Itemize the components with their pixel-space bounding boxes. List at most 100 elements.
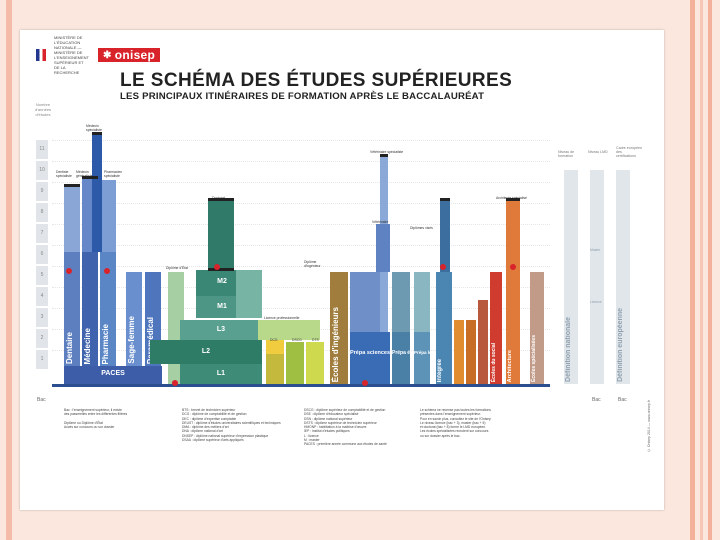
medecine-label: Médecine [83,327,92,364]
licence-pro-tag: Licence professionnelle [264,316,300,320]
page-subtitle: LES PRINCIPAUX ITINÉRAIRES DE FORMATION … [120,91,485,102]
niveau-column-2 [590,170,604,384]
ministry-text: MINISTÈRE DE L'ÉDUCATION NATIONALE — MIN… [54,35,89,75]
concours-marker-2 [104,268,110,274]
diploma-bar-5 [208,268,234,271]
vet-upper [376,224,390,272]
year-cell: 2 [36,329,48,348]
year-cell: 11 [36,140,48,159]
prepa-sciences-block: Prépa sciences [350,332,390,384]
licence-pro-block [258,320,320,340]
commerce-column [392,272,410,332]
year-gridline [52,287,550,288]
bts-col-1-top [266,340,284,354]
dentaire-label: Dentaire [65,331,74,364]
iep-upper: Intégrée [436,272,452,384]
architecture-column: Architecture [506,200,520,384]
dts-tag: DTS [312,338,319,342]
year-gridline [52,245,550,246]
art-red-column [478,300,488,384]
year-cell: 8 [36,203,48,222]
diploma-bar-3 [92,132,102,135]
niveau-lmd-head: Niveau LMD [588,150,608,154]
doctorat-block [208,200,234,270]
years-axis-heading: Nombre d'années d'études [34,102,52,117]
year-cell: 1 [36,350,48,369]
integree-label: Intégrée [437,358,443,382]
legend-line: présentes dans l'enseignement supérieur. [420,412,481,417]
dentaire-spec-tag: Dentiste spécialiste [56,170,72,178]
dsc-tag: DSCG [292,338,302,342]
orange-column-1 [454,320,464,384]
m2-label: M2 [217,278,227,285]
slide-frame [20,30,664,510]
social-column: Écoles du social [490,272,502,384]
commerce-dipl-tag: Diplômes visés [410,226,433,230]
bts-col-2 [286,342,304,384]
m1-block: M1 [196,296,248,318]
cadre-europeen-head: Cadre européen des certifications [616,146,642,159]
l1-block: L1 [180,364,262,384]
diploma-bar-2 [82,176,98,179]
concours-marker-5 [510,264,516,270]
right-stripe-1 [690,0,695,540]
prepa-lettres-block: Prépa lettres [414,332,430,384]
ingenieurs-column-2 [350,272,380,332]
dentaire-top [64,186,80,252]
dentaire-column: Dentaire [64,252,80,366]
legend-line: Le niveau licence (bac + 3), master (bac… [420,420,486,425]
medecine-column: Médecine [82,252,98,366]
year-gridline [52,161,550,162]
legend-line: DCG : diplôme de comptabilité et de gest… [182,412,247,417]
concours-marker-3 [214,264,220,270]
defin-nationale-label: Définition nationale [565,317,572,382]
legend-col-3: DSCG : diplôme supérieur de comptabilité… [304,408,416,447]
legend-line: IEP : institut d'études politiques [304,429,350,434]
legend-line: BTS : brevet de technicien supérieur [182,408,236,412]
ecoles-ingenieurs-label: Écoles d'ingénieurs [331,306,340,382]
special-column: Écoles spécialisées [530,272,544,384]
year-cell: 7 [36,224,48,243]
legend-line: ou sur dossier après le bac. [420,433,461,438]
legend-line: Pour en savoir plus, consultez le site d… [420,416,491,421]
concours-marker-7 [172,380,178,386]
ecoles-ingenieurs-column: Écoles d'ingénieurs [330,272,348,384]
l1-label: L1 [216,370,226,377]
legend-line: DSE : diplôme d'éducateur spécialisé [304,412,359,417]
legend-line: M : master [304,438,320,443]
logo-bar: MINISTÈRE DE L'ÉDUCATION NATIONALE — MIN… [36,35,161,75]
legend-line: DNSEP : diplôme national supérieur d'exp… [182,433,269,438]
legend-line: Accès sur concours ou sur dossier [64,424,115,429]
year-cell: 5 [36,266,48,285]
legend-line: PACES : première année commune aux étude… [304,442,387,447]
sante-label: Écoles spécialisées [531,335,537,382]
defin-europeenne-label: Définition européenne [617,308,624,382]
paces-label: PACES [101,370,125,377]
legend-line: HMONP : habilitation à la maîtrise d'œuv… [304,425,367,430]
bac-baseline [52,384,550,387]
legend-col-1: Bac : l'enseignement supérieur, il exist… [64,408,174,429]
legend-line: DEC : diplôme d'expertise comptable [182,416,237,421]
l3-label: L3 [216,326,226,333]
onisep-star-icon: ✱ [103,49,112,61]
onisep-logo: ✱onisep [98,48,161,62]
pharmacie-label: Pharmacie [101,323,110,364]
diplome-etat-tag: Diplôme d'État [166,266,188,270]
prepa-sciences-label: Prépa sciences [350,350,390,356]
year-gridline [52,203,550,204]
legend-line: DNA : diplôme national d'art [182,429,223,434]
year-gridline [52,140,550,141]
bac-label-right-2: Bac [618,397,627,403]
diploma-bar-7 [506,198,520,201]
diploma-bar-1 [64,184,80,187]
prepa-lettres-label: Prépa lettres [414,350,430,355]
legend-line: DSTS : diplôme supérieur de technicien s… [304,420,377,425]
veterinaire-tag: Vétérinaire [372,220,389,224]
niveau-column-3: Définition européenne [616,170,630,384]
prepa-eco-label: Prépa éco [392,350,410,356]
year-gridline [52,182,550,183]
niveau-column-1: Définition nationale [564,170,578,384]
diploma-bar-4 [208,198,234,201]
legend-line: Bac : l'enseignement supérieur, il exist… [64,408,122,412]
legend-line: DSCG : diplôme supérieur de comptabilité… [304,408,386,412]
